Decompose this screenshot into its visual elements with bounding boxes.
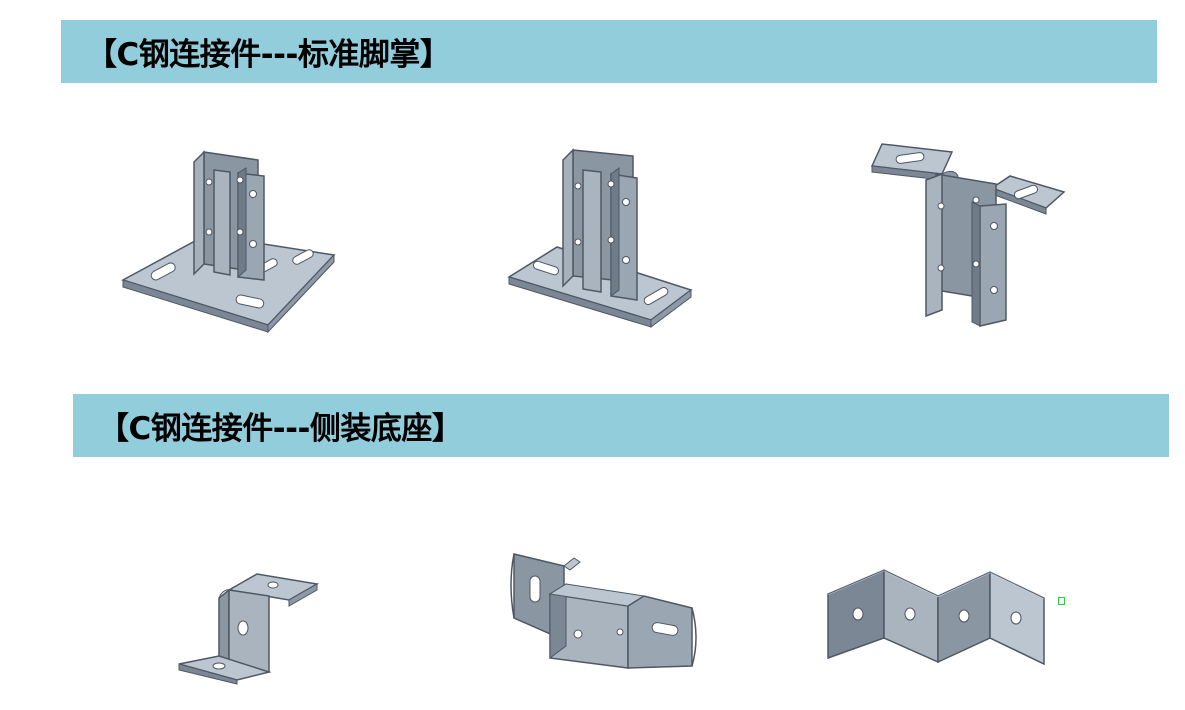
section-banner-side-mount: 【C钢连接件---侧装底座】 (73, 394, 1169, 457)
t-flange-post-bracket-icon (870, 143, 1066, 327)
hat-bracket-icon (510, 553, 697, 669)
selection-marker (1058, 597, 1065, 605)
rect-base-post-bracket-icon (507, 148, 693, 328)
section-title: 【C钢连接件---标准脚掌】 (86, 37, 451, 73)
product-image (118, 140, 338, 334)
product-image (826, 566, 1048, 666)
product-image (868, 140, 1068, 335)
product-image (505, 142, 700, 332)
product-image (506, 548, 701, 670)
product-image (175, 572, 323, 685)
w-bracket-icon (827, 568, 1045, 666)
section-banner-standard-foot: 【C钢连接件---标准脚掌】 (61, 20, 1157, 83)
section-title: 【C钢连接件---侧装底座】 (98, 411, 463, 447)
square-base-post-bracket-icon (121, 150, 336, 334)
z-bracket-icon (178, 573, 320, 685)
